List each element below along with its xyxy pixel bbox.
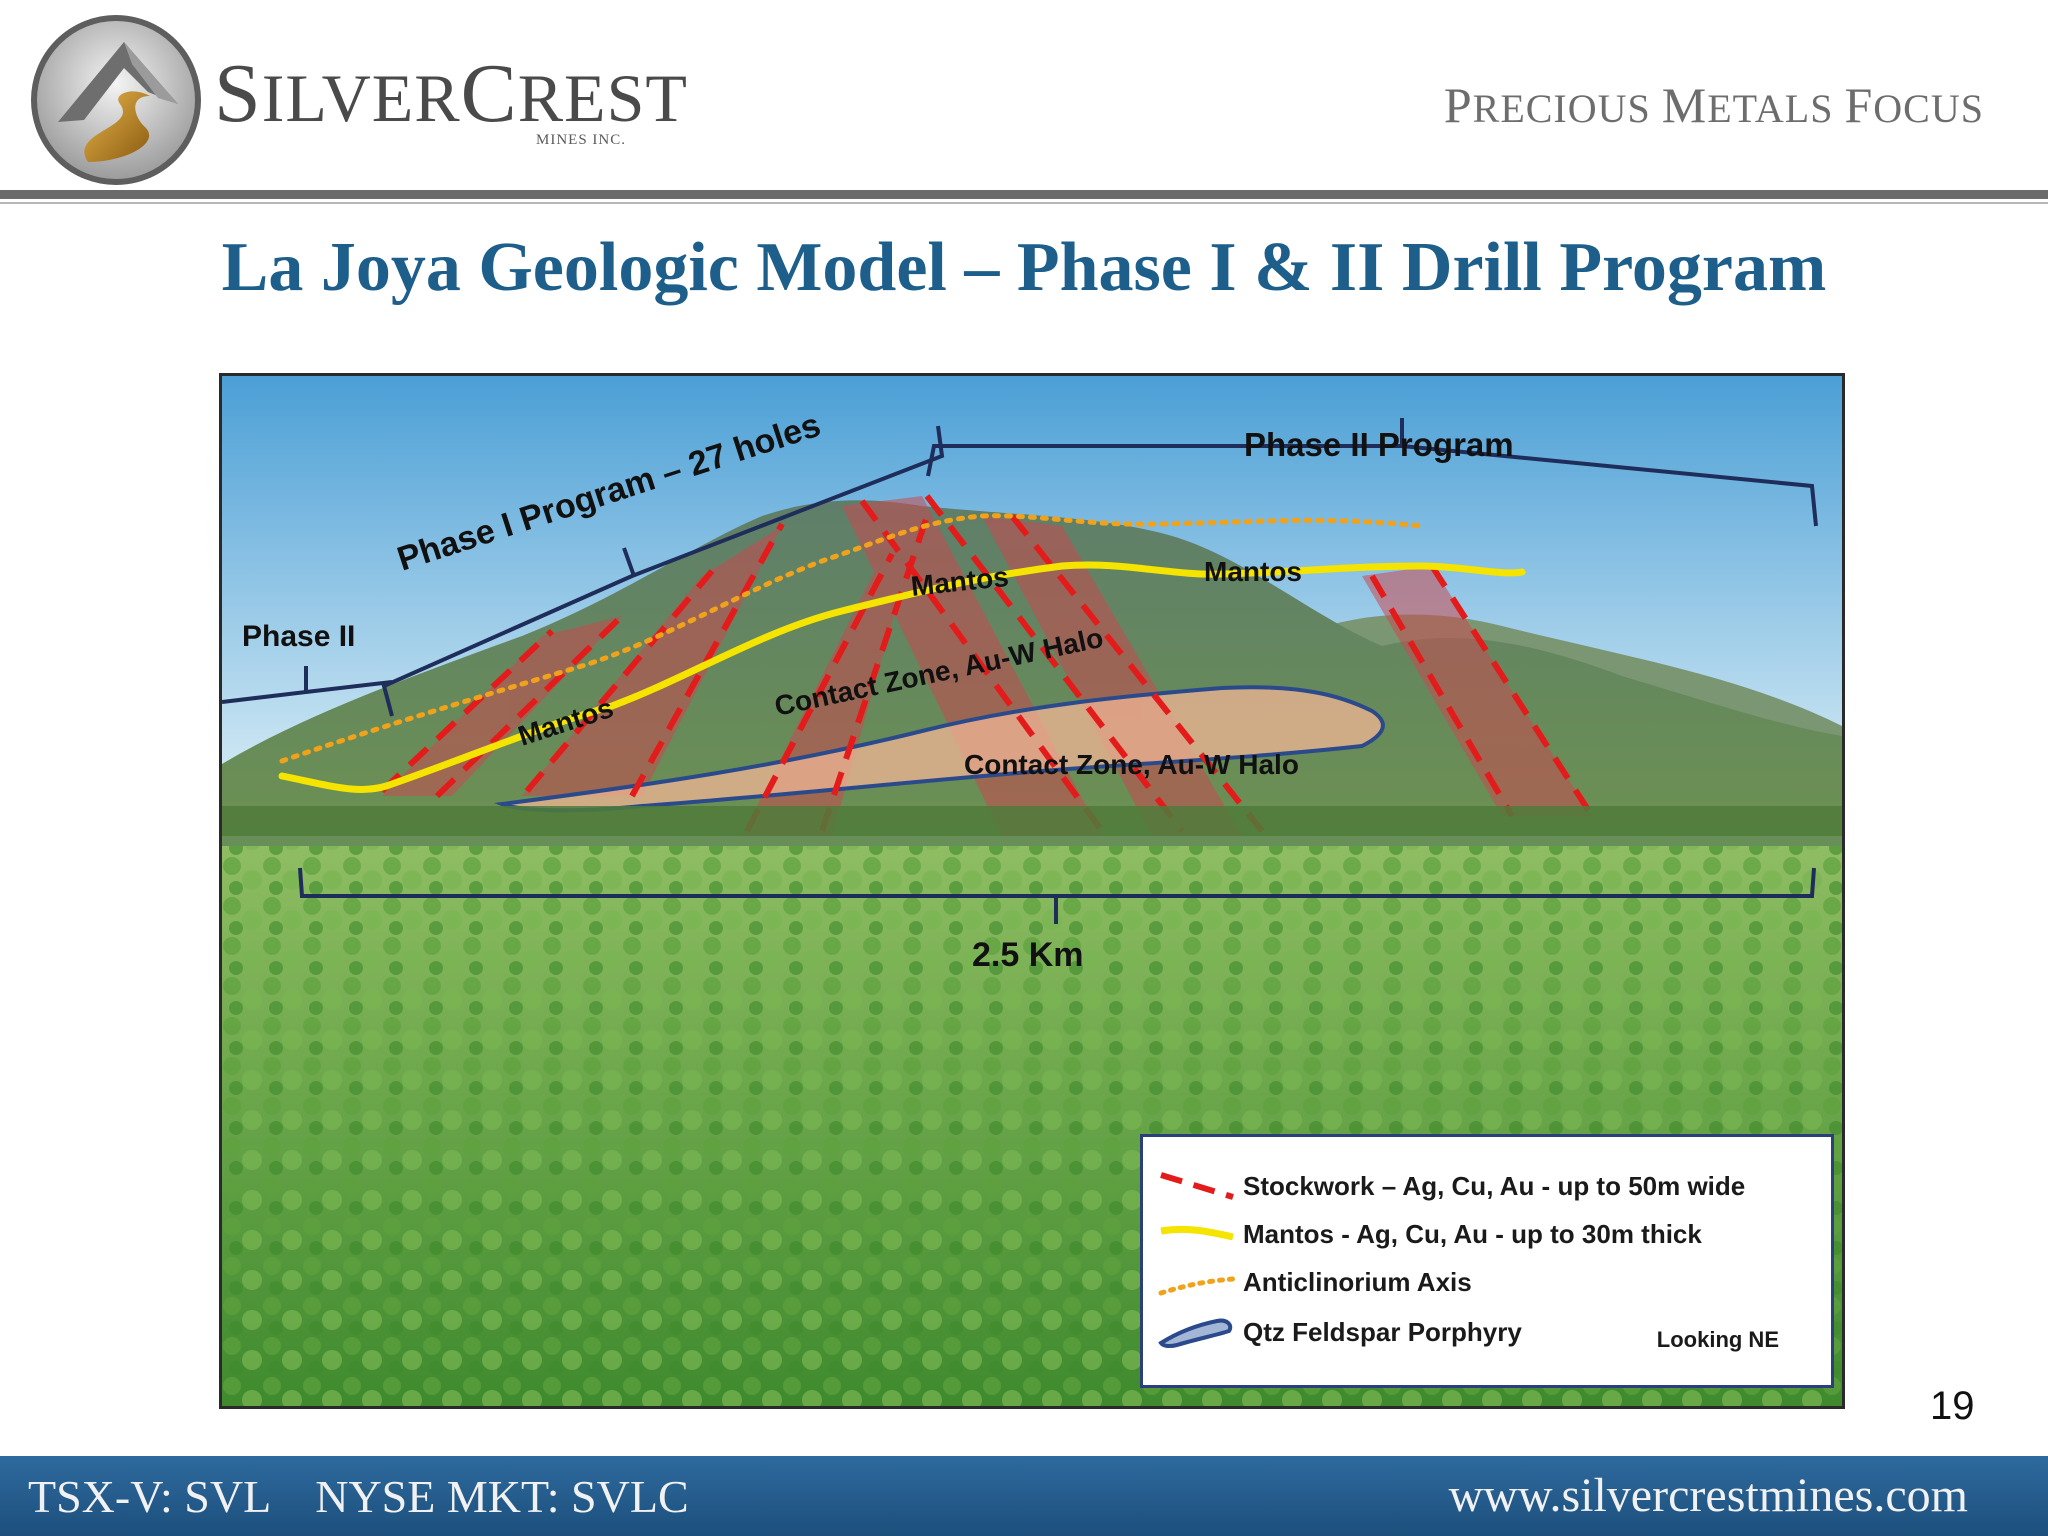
bracket-phase2-left xyxy=(222,666,393,704)
header-divider-thin xyxy=(0,202,2048,204)
mantos-line xyxy=(278,561,1526,793)
ticker-tsxv: TSX-V: SVL xyxy=(28,1471,272,1522)
looking-direction: Looking NE xyxy=(1656,1327,1779,1352)
legend-item-mantos: Mantos - Ag, Cu, Au - up to 30m thick xyxy=(1143,1213,1831,1253)
tagline-letters: OCUS xyxy=(1873,86,1984,131)
orange-dotted-line-icon xyxy=(1158,1276,1236,1296)
tagline-letter: P xyxy=(1443,77,1473,133)
yellow-line-icon xyxy=(1160,1225,1234,1241)
header-divider xyxy=(0,190,2048,199)
company-subtitle: MINES INC. xyxy=(536,132,627,148)
bracket-phase2-right xyxy=(926,418,1818,527)
tagline-letter: F xyxy=(1844,77,1874,133)
contact-zone-label-lower: Contact Zone, Au-W Halo xyxy=(964,749,1299,780)
legend-item-stockwork: Stockwork – Ag, Cu, Au - up to 50m wide xyxy=(1143,1165,1831,1205)
blue-outline-shape-icon xyxy=(1158,1318,1233,1349)
legend-item-porphyry: Qtz Feldspar Porphyry xyxy=(1143,1311,1831,1351)
legend-label: Stockwork – Ag, Cu, Au - up to 50m wide xyxy=(1243,1171,1746,1201)
tagline-letter: M xyxy=(1661,77,1708,133)
ticker-symbols: TSX-V: SVL NYSE MKT: SVLC xyxy=(28,1470,733,1523)
slide-title: La Joya Geologic Model – Phase I & II Dr… xyxy=(221,229,1827,306)
legend-label: Anticlinorium Axis xyxy=(1243,1267,1472,1297)
geologic-model-diagram: Phase I Program – 27 holes Phase II Prog… xyxy=(222,376,1842,1406)
slide-header: SILVERCREST MINES INC. PRECIOUS METALS F… xyxy=(0,0,2048,196)
website-link[interactable]: www.silvercrestmines.com xyxy=(1448,1469,1968,1522)
page-number: 19 xyxy=(1930,1384,1975,1428)
stockwork-lines xyxy=(379,494,1595,833)
phase2-left-label: Phase II xyxy=(242,620,355,653)
bracket-scale xyxy=(298,867,1816,924)
scale-label: 2.5 Km xyxy=(972,936,1084,974)
tagline-letters: ETALS xyxy=(1707,86,1845,131)
anticlinorium-axis-line xyxy=(279,513,1425,764)
ticker-nyse: NYSE MKT: SVLC xyxy=(315,1471,689,1522)
logo-letters: REST xyxy=(517,60,688,136)
legend-item-anticlinorium: Anticlinorium Axis xyxy=(1143,1261,1831,1301)
legend-label: Qtz Feldspar Porphyry xyxy=(1243,1317,1522,1347)
logo-letter: C xyxy=(460,47,518,140)
mantos-label-right: Mantos xyxy=(1204,556,1302,587)
header-tagline: PRECIOUS METALS FOCUS xyxy=(1444,76,1984,134)
legend-box: Stockwork – Ag, Cu, Au - up to 50m wide … xyxy=(1140,1134,1834,1388)
qtz-feldspar-porphyry-body xyxy=(494,685,1385,813)
geologic-model-figure: Phase I Program – 27 holes Phase II Prog… xyxy=(219,373,1845,1409)
phase2-program-label: Phase II Program xyxy=(1244,426,1514,463)
silvercrest-logo-emblem xyxy=(31,15,201,185)
red-dashed-line-icon xyxy=(1160,1172,1234,1200)
company-name: SILVERCREST xyxy=(214,52,688,136)
logo-letters: ILVER xyxy=(261,60,461,136)
legend-label: Mantos - Ag, Cu, Au - up to 30m thick xyxy=(1243,1219,1702,1249)
slide-footer: TSX-V: SVL NYSE MKT: SVLC www.silvercrest… xyxy=(0,1456,2048,1536)
logo-letter: S xyxy=(214,47,262,140)
tagline-letters: RECIOUS xyxy=(1472,86,1662,131)
